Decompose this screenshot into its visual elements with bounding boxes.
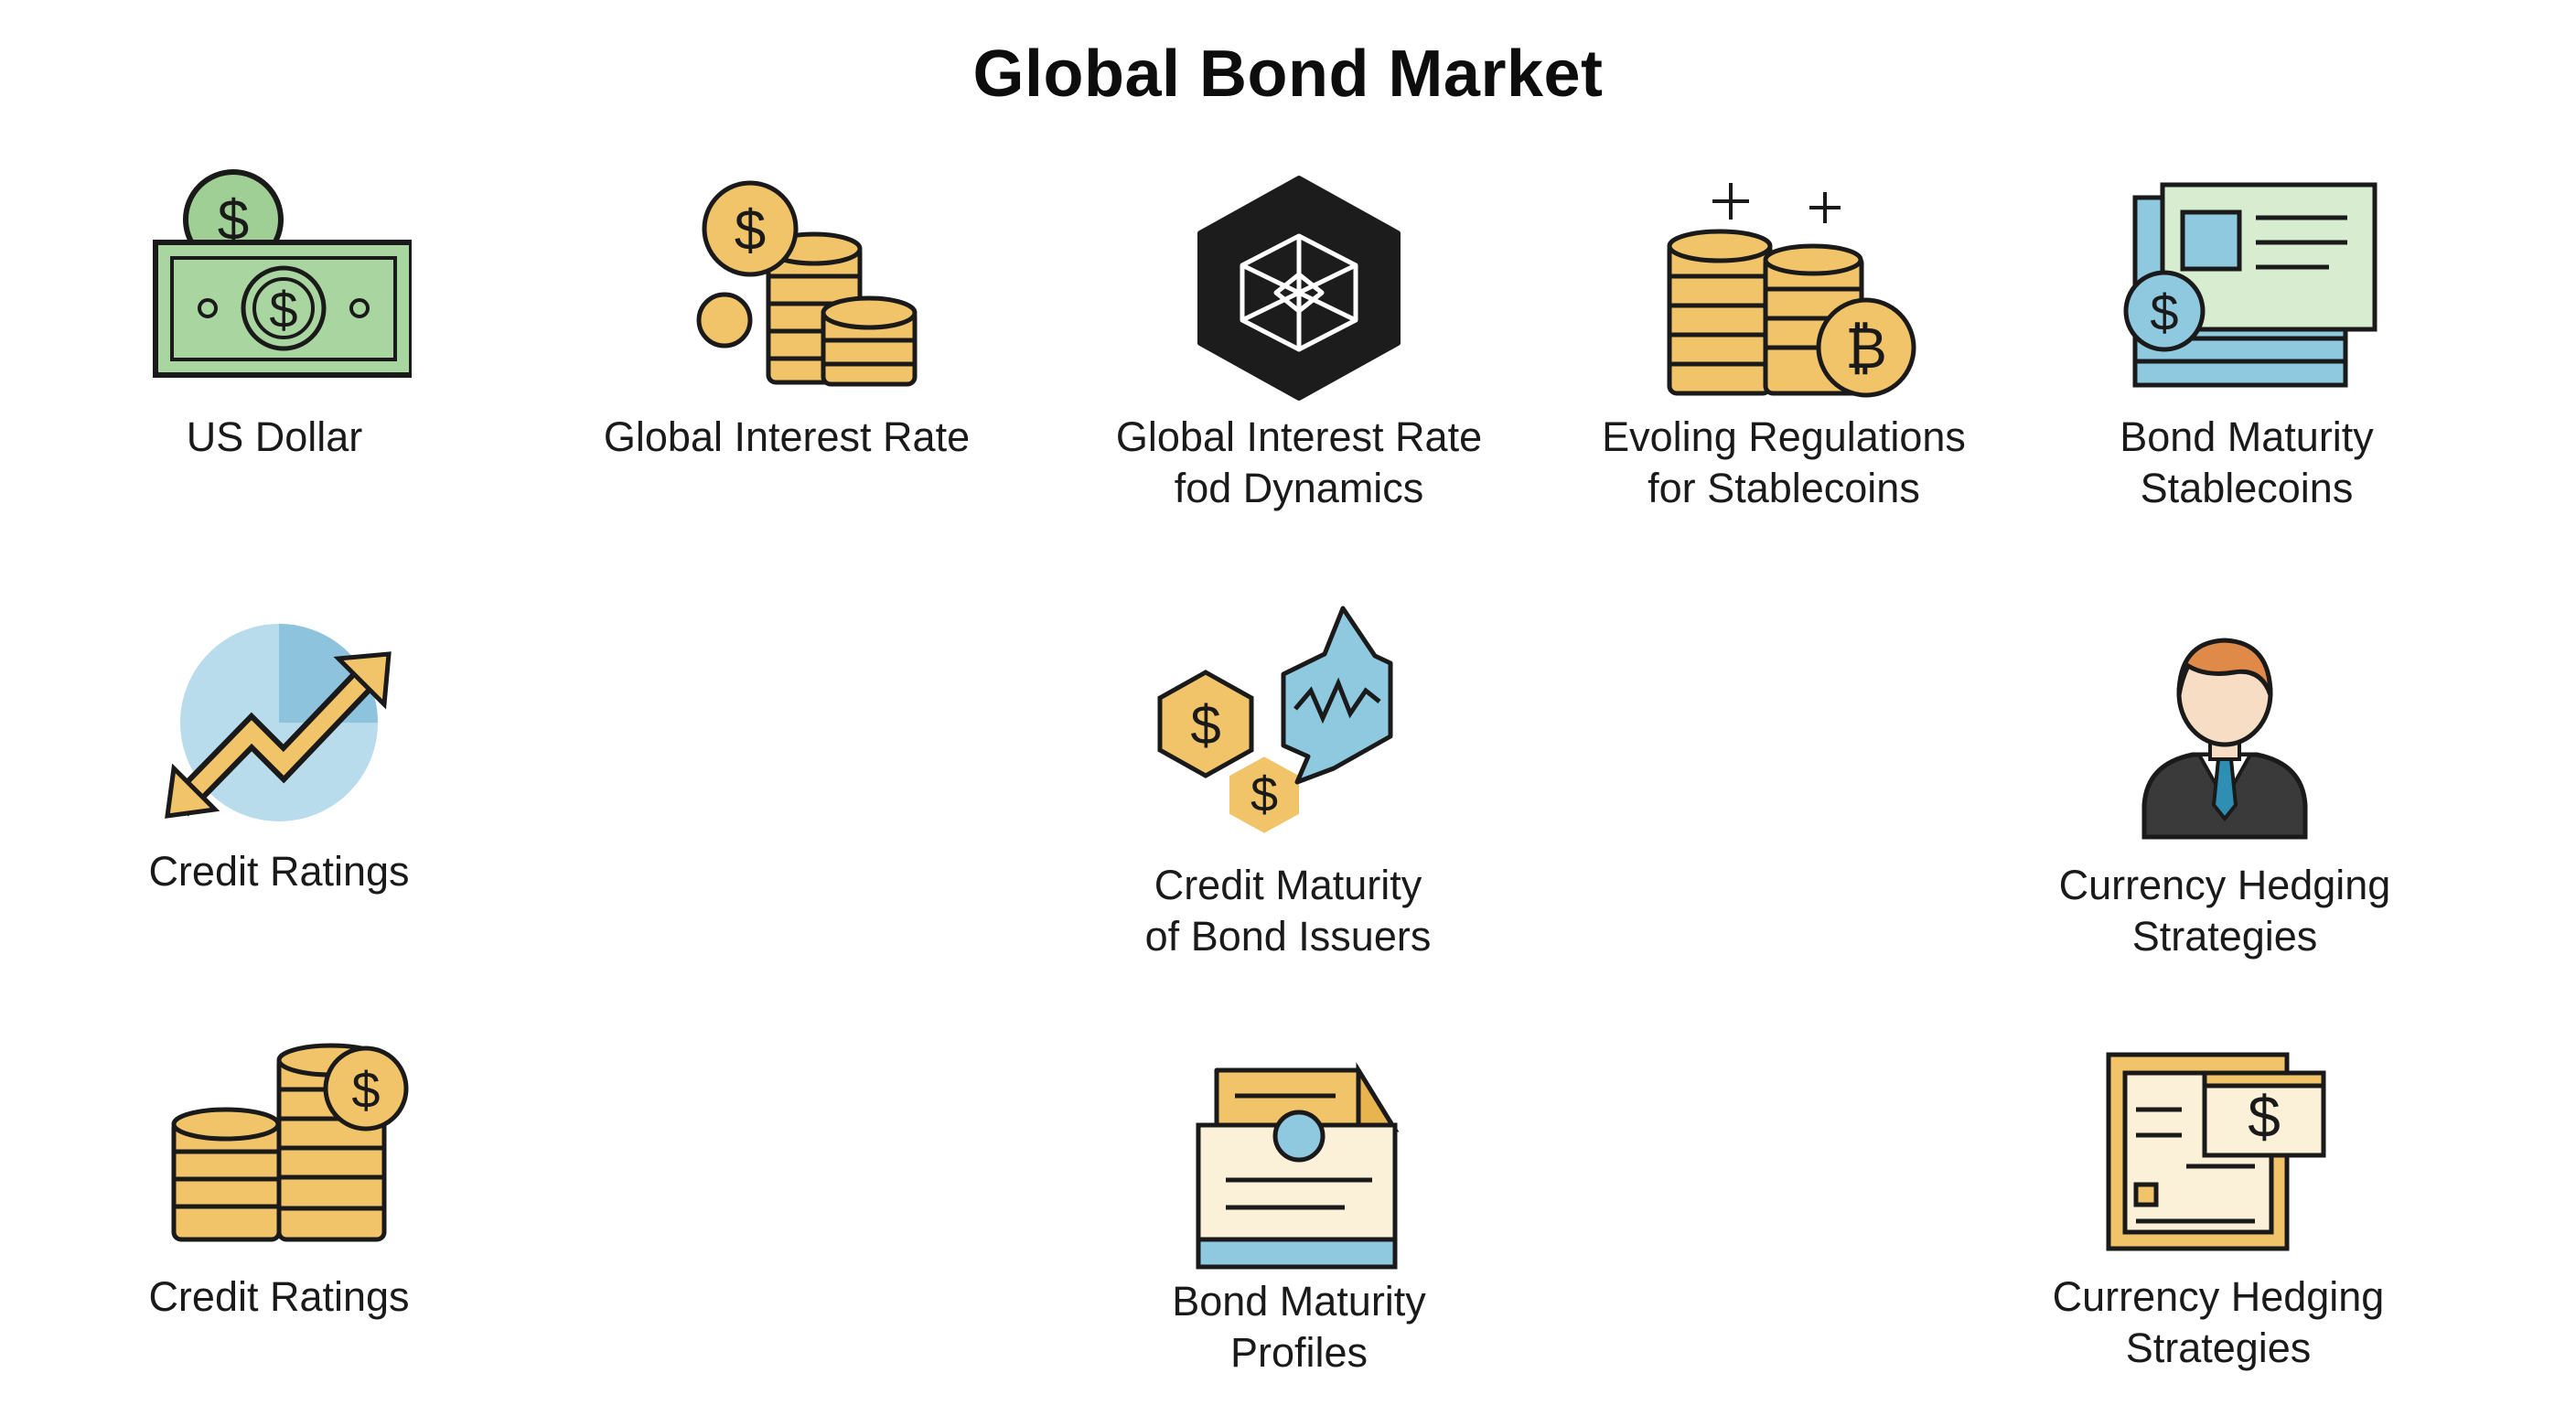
dollar-bill-icon: $ $ xyxy=(137,165,412,412)
svg-text:$: $ xyxy=(269,281,297,338)
trend-arrow-icon xyxy=(142,604,416,851)
svg-text:$: $ xyxy=(2150,284,2178,341)
coin-stacks-icon: $ xyxy=(649,165,924,412)
certificate-icon xyxy=(1162,1052,1436,1299)
item-label: Bond Maturity Stablecoins xyxy=(2120,413,2374,511)
item-label: Global Interest Rate xyxy=(603,413,971,460)
bitcoin-coins-icon: ₿ xyxy=(1647,165,1921,412)
svg-text:$: $ xyxy=(1190,694,1220,756)
businessman-icon xyxy=(2088,631,2362,878)
item-label: Credit Maturity of Bond Issuers xyxy=(1144,862,1432,960)
item-label: Credit Ratings xyxy=(148,848,410,895)
hex-coins-chat-icon: $ $ xyxy=(1151,599,1425,846)
svg-text:$: $ xyxy=(735,199,766,263)
item-label: Currency Hedging Strategies xyxy=(2052,1273,2385,1371)
svg-text:$: $ xyxy=(351,1061,380,1119)
item-label: Global Interest Rate fod Dynamics xyxy=(1115,413,1483,511)
framed-bill-icon: $ xyxy=(2081,1047,2356,1294)
svg-text:$: $ xyxy=(2248,1084,2281,1150)
item-label: Bond Maturity Profiles xyxy=(1172,1278,1426,1376)
svg-text:$: $ xyxy=(1250,767,1278,822)
coin-stack-dollar-icon: $ xyxy=(142,1038,416,1285)
svg-text:₿: ₿ xyxy=(1845,317,1887,381)
bond-document-icon: $ xyxy=(2109,165,2384,412)
item-label: Credit Ratings xyxy=(148,1273,410,1320)
item-label: Currency Hedging Strategies xyxy=(2058,862,2391,960)
item-label: US Dollar xyxy=(186,413,363,460)
hexagon-cube-icon xyxy=(1162,165,1436,412)
item-label: Evoling Regulations for Stablecoins xyxy=(1602,413,1966,511)
page-title: Global Bond Market xyxy=(972,38,1604,111)
